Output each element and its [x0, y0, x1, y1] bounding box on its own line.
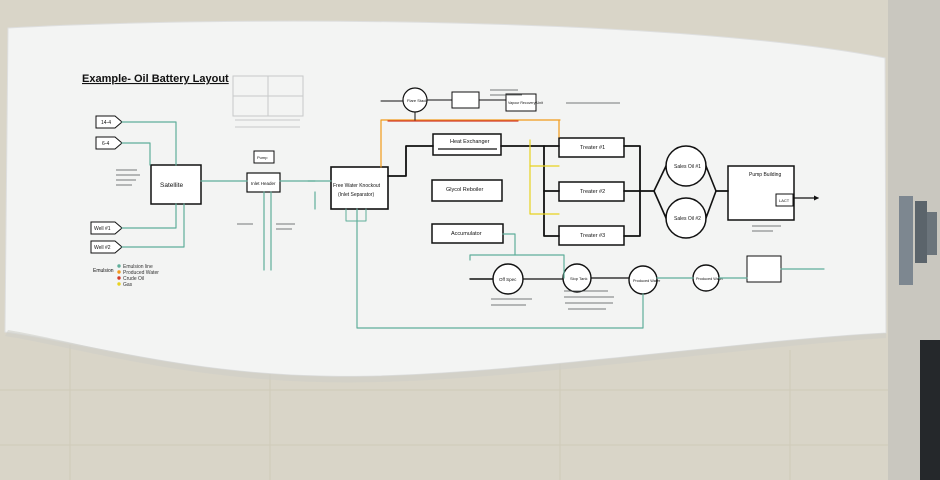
gas-box	[451, 91, 480, 109]
emulsion-legend: Emulsion Emulsion line Produced Water Cr…	[93, 264, 159, 288]
accumulator-label: Accumulator	[451, 231, 482, 237]
treater-2-label: Treater #2	[580, 189, 605, 195]
heat-exchanger-label: Heat Exchanger	[450, 139, 490, 145]
sales-oil-2: Sales Oil #2	[665, 197, 707, 239]
slop-tank: Slop Tank	[562, 263, 592, 293]
right-electrical-box-1	[899, 196, 913, 285]
slop-tank-label: Slop Tank	[570, 276, 588, 281]
treater-2-box: Treater #2	[558, 181, 625, 202]
right-dark-doorway	[920, 340, 940, 480]
satellite-label: Satellite	[160, 182, 184, 189]
accumulator-box: Accumulator	[431, 223, 504, 244]
input-14-4-label: 14-4	[101, 120, 111, 126]
fwko-label-line1: Free Water Knockout	[333, 183, 381, 189]
sales-oil-2-label: Sales Oil #2	[674, 216, 701, 222]
flare-stack: Flare Stack	[402, 87, 428, 113]
emulsion-label: Emulsion	[93, 268, 114, 274]
fwko-label-line2: (Inlet Separator)	[338, 192, 374, 198]
faded-notes-table	[232, 75, 304, 128]
input-well-2: Well #2	[90, 240, 123, 254]
sales-oil-1-label: Sales Oil #1	[674, 164, 701, 170]
wall-panels	[0, 345, 888, 480]
input-6-4: 6-4	[95, 136, 123, 150]
sales-oil-1: Sales Oil #1	[665, 145, 707, 187]
input-14-4: 14-4	[95, 115, 123, 129]
vapour-recovery-label: Vapour Recovery Unit	[508, 101, 543, 105]
diagram-title: Example- Oil Battery Layout	[82, 73, 229, 85]
inlet-header-box: Inlet Header Pump	[246, 150, 281, 193]
vapour-recovery-box: Vapour Recovery Unit	[505, 93, 543, 112]
lact-label: LACT	[779, 198, 790, 203]
heat-exchanger-box: Heat Exchanger	[432, 133, 502, 156]
free-water-knockout-box: Free Water Knockout (Inlet Separator)	[330, 166, 389, 210]
off-spec-label: Off Spec	[499, 277, 517, 282]
input-6-4-label: 6-4	[102, 141, 109, 147]
legend-crude: Crude Oil	[123, 276, 144, 282]
flow-lines	[121, 99, 825, 329]
legend-water: Produced Water	[123, 270, 159, 276]
off-spec-tank: Off Spec	[492, 263, 524, 295]
pump-building-box: Pump Building LACT	[727, 165, 795, 221]
treater-3-box: Treater #3	[558, 225, 625, 246]
inlet-header-pump-label: Pump	[257, 155, 268, 160]
handwritten-notes	[116, 89, 781, 310]
treater-1-label: Treater #1	[580, 145, 605, 151]
treater-1-box: Treater #1	[558, 137, 625, 158]
input-well-2-label: Well #2	[94, 245, 111, 251]
inlet-header-label: Inlet Header	[251, 181, 276, 186]
flare-label: Flare Stack	[407, 98, 427, 103]
legend-emulsion: Emulsion line	[123, 264, 153, 270]
heater-box	[746, 255, 782, 283]
produced-water-1-label: Produced Water	[633, 279, 661, 283]
right-electrical-box-2	[915, 201, 927, 263]
legend-gas: Gas	[123, 282, 133, 288]
right-electrical-box-3	[927, 212, 937, 255]
input-well-1: Well #1	[90, 221, 123, 235]
produced-water-2-label: Produced Water	[696, 277, 724, 281]
satellite-box: Satellite	[150, 164, 202, 205]
input-well-1-label: Well #1	[94, 226, 111, 232]
glycol-reboiler-box: Glycol Reboiler	[431, 179, 503, 202]
treater-3-label: Treater #3	[580, 233, 605, 239]
glycol-reboiler-label: Glycol Reboiler	[446, 187, 483, 193]
pump-building-label: Pump Building	[749, 172, 781, 178]
